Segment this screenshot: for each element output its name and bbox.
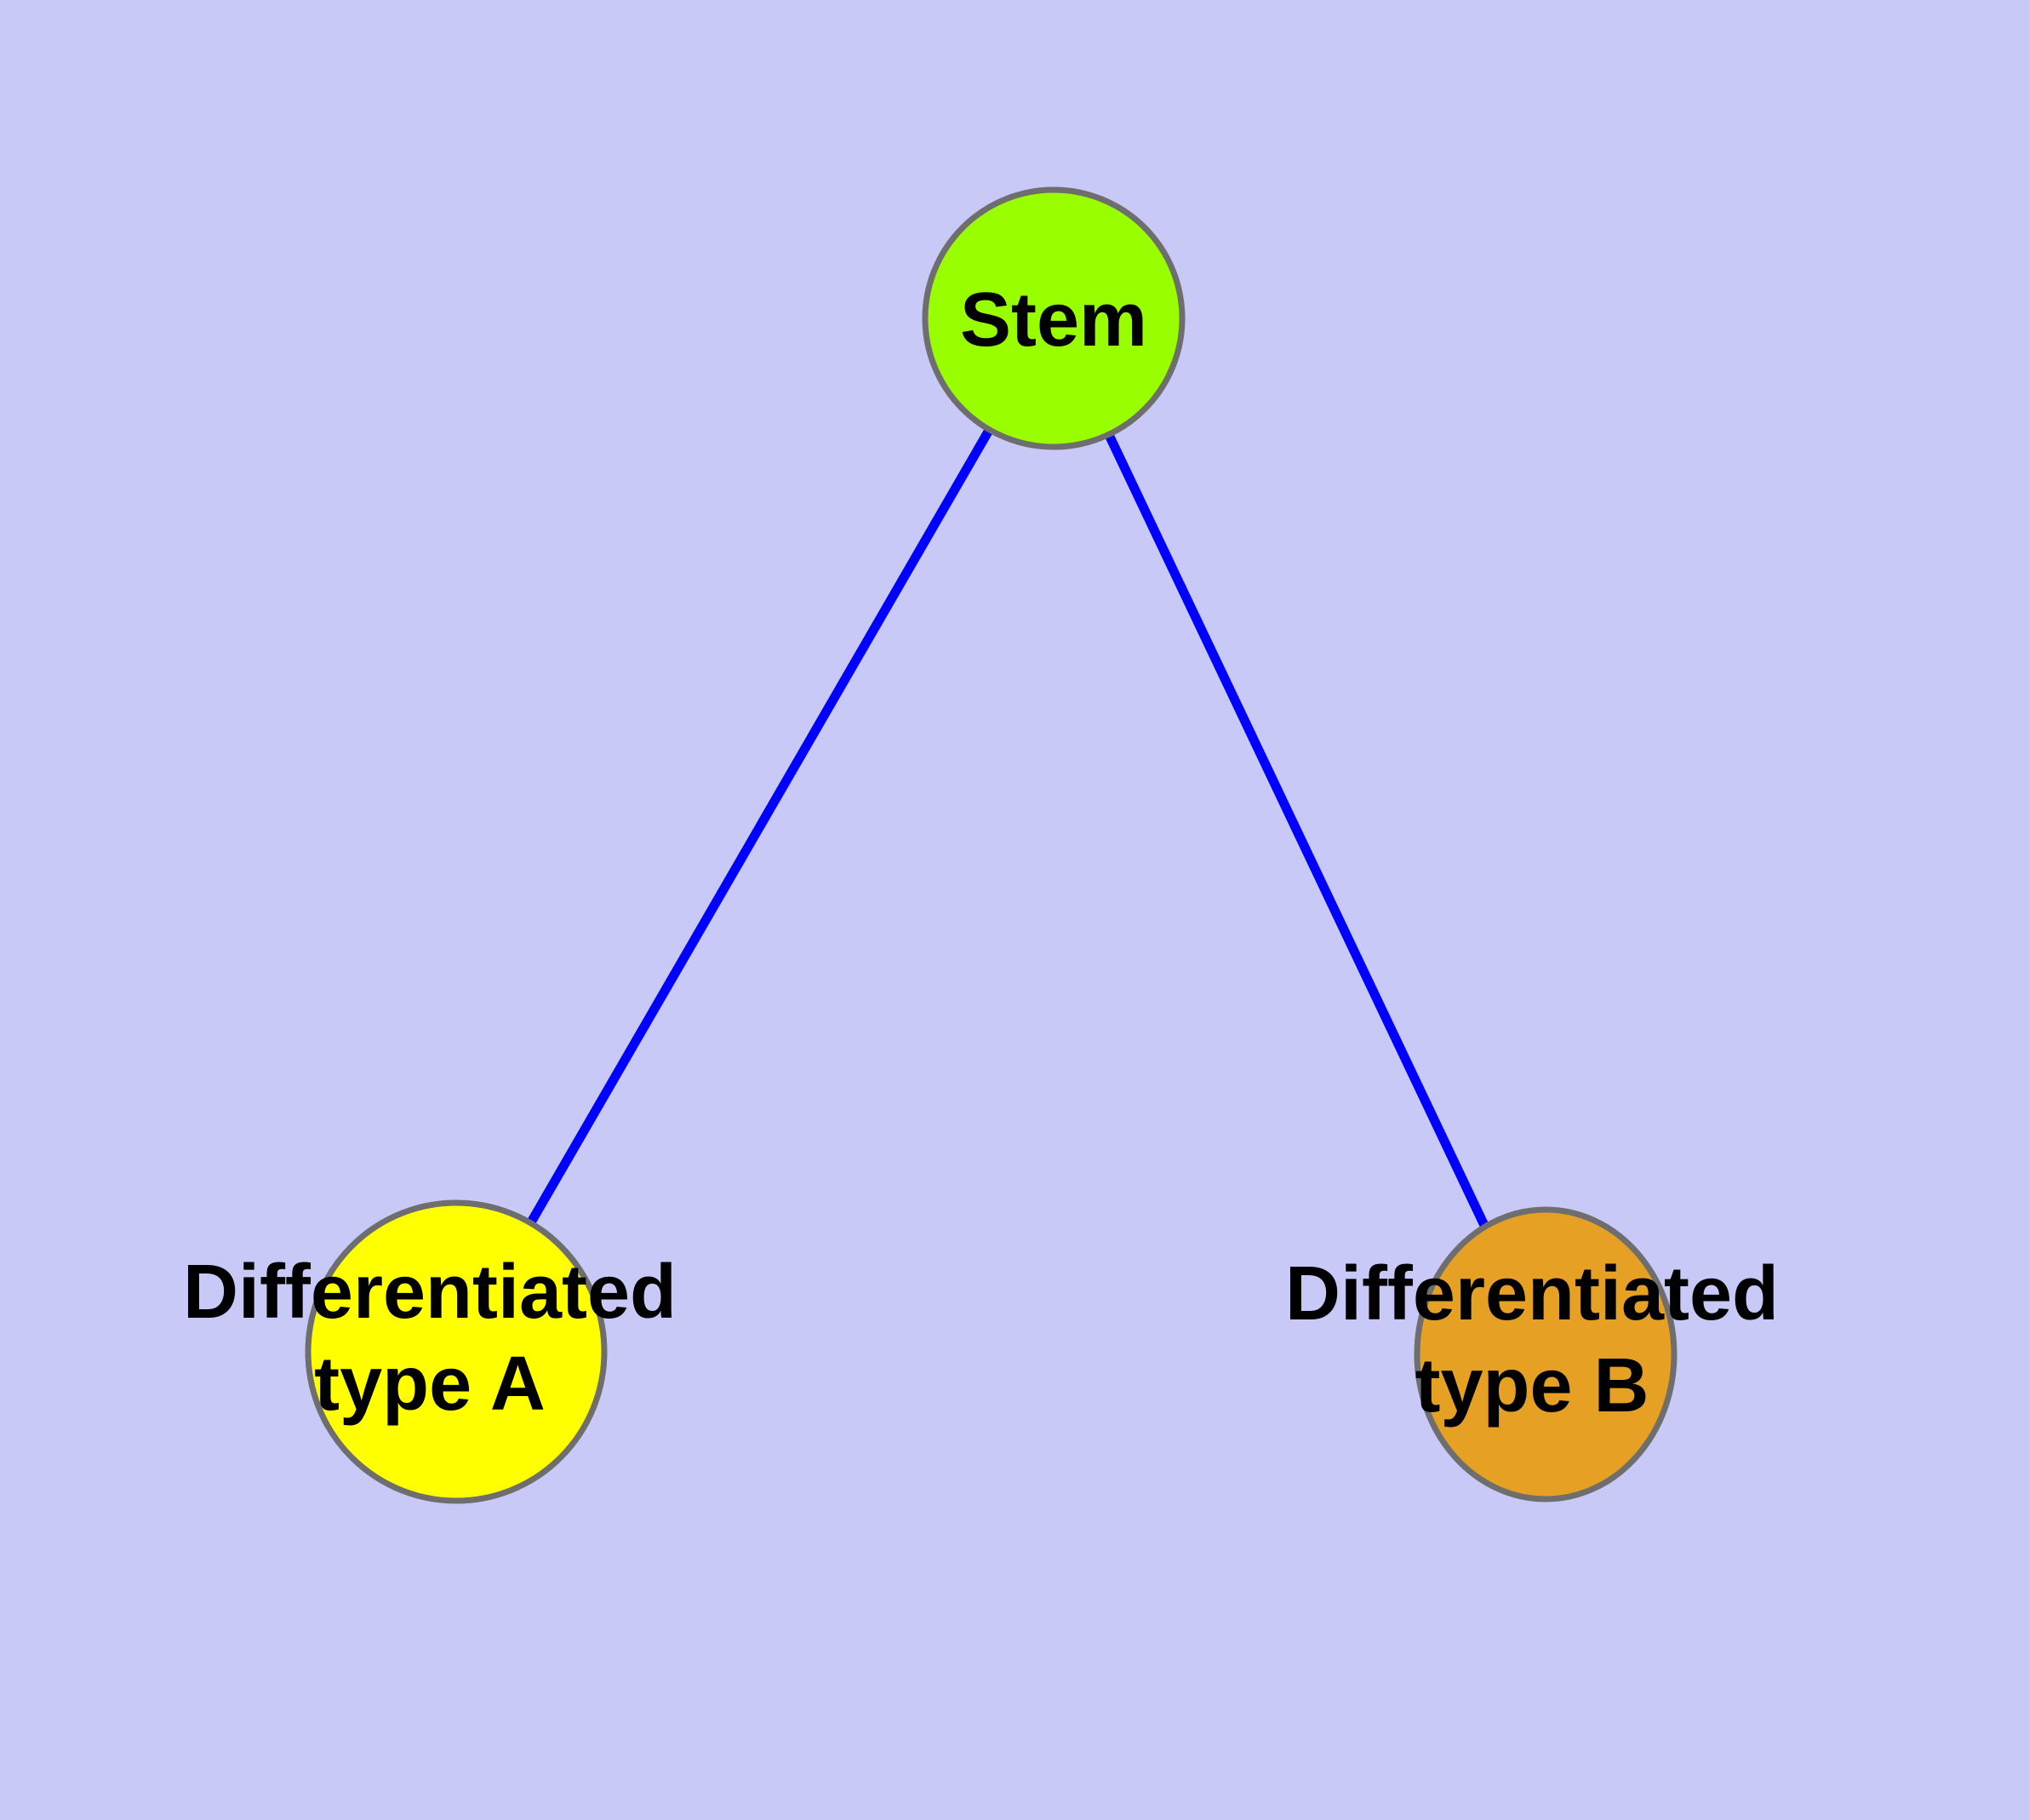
node-type-a-label-line1: Differentiated — [183, 1250, 677, 1335]
node-type-b-label-line1: Differentiated — [1285, 1251, 1779, 1336]
edge-stem-to-type-a — [452, 316, 1058, 1354]
node-type-a-label-line2: type A — [314, 1342, 546, 1427]
node-type-b-circle — [1414, 1206, 1677, 1502]
node-type-a-circle — [305, 1199, 608, 1504]
edge-stem-to-type-b — [1049, 316, 1550, 1357]
node-stem-label: Stem — [960, 278, 1147, 363]
node-stem-circle — [922, 186, 1186, 450]
node-type-b-label-line2: type B — [1415, 1343, 1649, 1428]
